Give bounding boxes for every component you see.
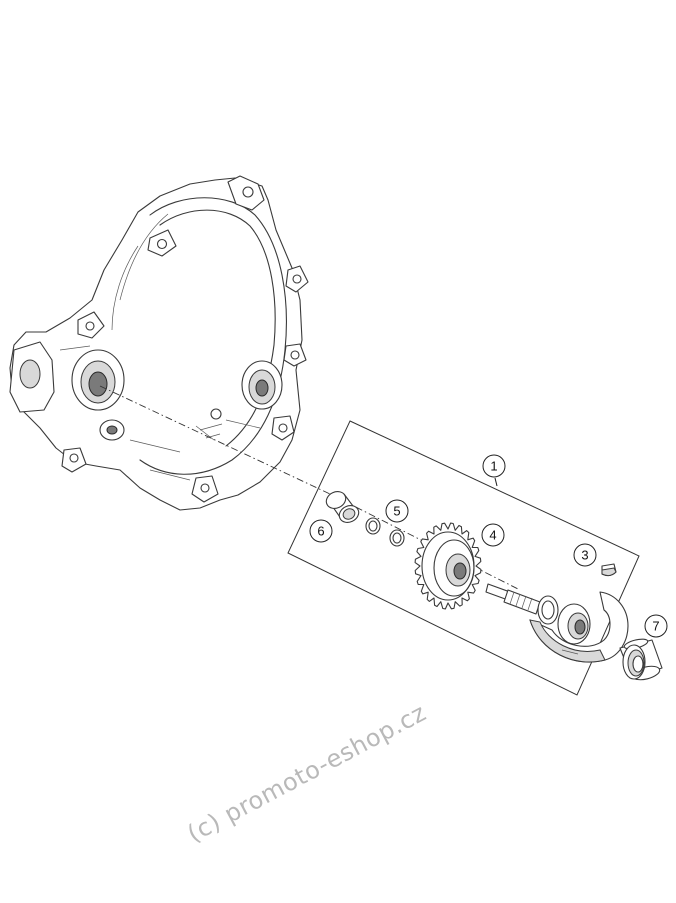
kit-frame <box>287 420 640 696</box>
callout-label-3: 3 <box>581 548 588 563</box>
callout-7: 7 <box>644 614 668 638</box>
washers[interactable] <box>365 517 405 547</box>
callout-1: 1 <box>482 454 506 487</box>
bushing[interactable] <box>619 637 663 682</box>
clutch-cover[interactable] <box>9 175 309 511</box>
callout-3: 3 <box>573 543 597 567</box>
callout-label-5: 5 <box>393 504 400 519</box>
callout-5: 5 <box>385 499 409 523</box>
woodruff-key[interactable] <box>601 563 617 577</box>
callout-label-6: 6 <box>317 524 324 539</box>
callout-4: 4 <box>481 523 505 547</box>
kickstarter-gear[interactable] <box>414 522 482 610</box>
callout-6: 6 <box>309 519 333 543</box>
kickstarter-shaft[interactable] <box>485 583 629 663</box>
callout-label-7: 7 <box>652 619 659 634</box>
needle-bearing[interactable] <box>324 489 362 526</box>
callout-label-4: 4 <box>489 528 496 543</box>
callout-label-1: 1 <box>490 459 497 474</box>
